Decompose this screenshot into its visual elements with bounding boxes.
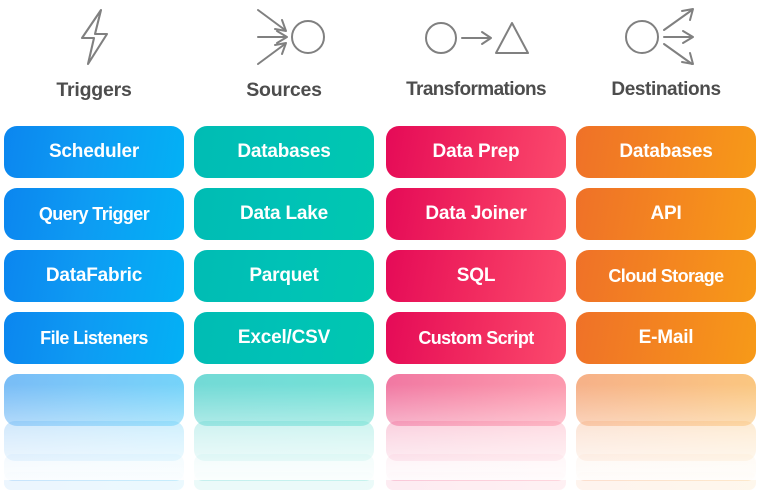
lightning-bolt-icon xyxy=(4,6,184,68)
pill-destinations-ghost-0 xyxy=(576,374,756,426)
pill-label: Data Lake xyxy=(240,203,328,224)
pill-triggers-ghost-0 xyxy=(4,374,184,426)
pill-label: File Listeners xyxy=(40,327,148,348)
pill-triggers-0[interactable]: Scheduler xyxy=(4,126,184,178)
pill-label: Databases xyxy=(237,141,331,162)
column-title-destinations: Destinations xyxy=(611,79,721,100)
arrows-converging-to-circle-icon xyxy=(194,6,374,68)
pill-triggers-2[interactable]: DataFabric xyxy=(4,250,184,302)
column-transformations: Transformations Data Prep Data Joiner SQ… xyxy=(386,0,566,490)
circle-arrows-diverging-icon xyxy=(576,6,756,68)
pill-label: Cloud Storage xyxy=(608,265,724,286)
pill-label: Data Joiner xyxy=(425,203,527,224)
pill-triggers-3[interactable]: File Listeners xyxy=(4,312,184,364)
pill-sources-3[interactable]: Excel/CSV xyxy=(194,312,374,364)
pill-label: Scheduler xyxy=(48,141,140,162)
pill-label: Parquet xyxy=(249,265,319,286)
pill-label: Custom Script xyxy=(418,327,534,348)
pill-destinations-2[interactable]: Cloud Storage xyxy=(576,250,756,302)
pill-transformations-ghost-3 xyxy=(386,472,566,490)
pill-transformations-1[interactable]: Data Joiner xyxy=(386,188,566,240)
pill-destinations-0[interactable]: Databases xyxy=(576,126,756,178)
column-title-triggers: Triggers xyxy=(56,79,132,101)
pill-triggers-1[interactable]: Query Trigger xyxy=(4,188,184,240)
column-sources: Sources Databases Data Lake Parquet Exce… xyxy=(194,0,374,490)
pill-transformations-3[interactable]: Custom Script xyxy=(386,312,566,364)
pill-sources-ghost-0 xyxy=(194,374,374,426)
column-title-transformations: Transformations xyxy=(406,79,546,100)
pill-transformations-0[interactable]: Data Prep xyxy=(386,126,566,178)
pill-sources-ghost-3 xyxy=(194,472,374,490)
pill-sources-2[interactable]: Parquet xyxy=(194,250,374,302)
column-triggers: Triggers Scheduler Query Trigger DataFab… xyxy=(4,0,184,490)
pill-triggers-ghost-3 xyxy=(4,472,184,490)
circle-arrow-triangle-icon xyxy=(386,6,566,68)
pill-destinations-ghost-3 xyxy=(576,472,756,490)
pill-label: SQL xyxy=(456,265,496,286)
pill-label: DataFabric xyxy=(45,265,143,286)
pill-destinations-3[interactable]: E-Mail xyxy=(576,312,756,364)
pill-transformations-2[interactable]: SQL xyxy=(386,250,566,302)
pill-label: Data Prep xyxy=(432,141,520,162)
pill-destinations-1[interactable]: API xyxy=(576,188,756,240)
column-title-sources: Sources xyxy=(246,79,322,101)
pill-label: Databases xyxy=(619,141,713,162)
column-destinations: Destinations Databases API Cloud Storage… xyxy=(576,0,756,490)
pill-sources-1[interactable]: Data Lake xyxy=(194,188,374,240)
pill-label: Excel/CSV xyxy=(237,327,331,348)
pill-label: Query Trigger xyxy=(38,203,150,224)
pill-sources-0[interactable]: Databases xyxy=(194,126,374,178)
pill-transformations-ghost-0 xyxy=(386,374,566,426)
pill-label: E-Mail xyxy=(638,327,694,348)
pill-label: API xyxy=(650,203,682,224)
